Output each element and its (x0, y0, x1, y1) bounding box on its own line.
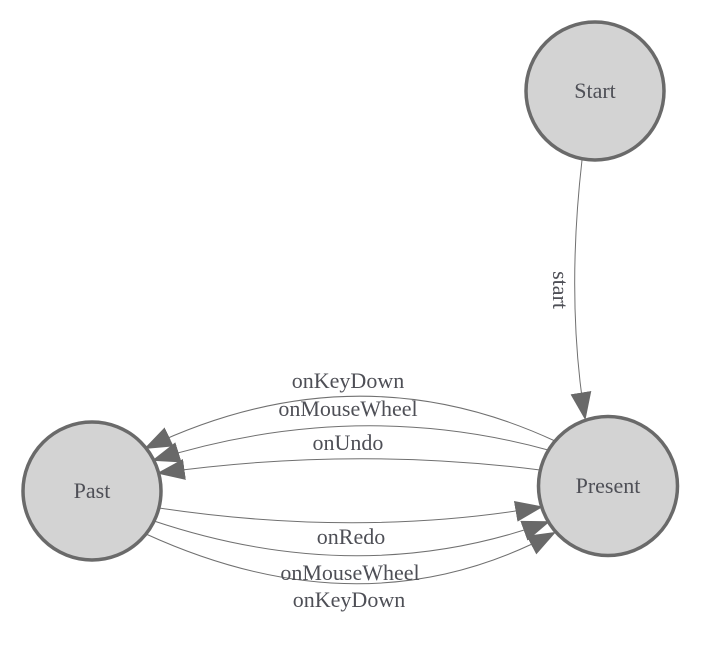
edge-onmousewheel-to-present (153, 520, 551, 557)
edge-onredo-to-present (158, 500, 544, 524)
edge-label-onmousewheel-to-past: onMouseWheel (278, 396, 417, 421)
node-circle-start[interactable] (524, 20, 666, 162)
node-present[interactable]: Present (536, 414, 680, 558)
edge-label-onredo-to-present: onRedo (317, 524, 385, 549)
node-circle-past[interactable] (21, 420, 163, 562)
edge-labels-layer: startonKeyDownonMouseWheelonUndoonRedoon… (278, 271, 573, 612)
edge-onkeydown-to-past (143, 395, 556, 450)
node-circle-present[interactable] (536, 414, 680, 558)
node-label-present: Present (576, 473, 641, 498)
edge-start-to-present (570, 159, 592, 421)
edge-label-start-to-present: start (548, 271, 573, 309)
edge-onkeydown-to-present (145, 531, 557, 585)
edge-label-onkeydown-to-present: onKeyDown (293, 587, 405, 612)
node-label-start: Start (574, 78, 616, 103)
edge-label-onkeydown-to-past: onKeyDown (292, 368, 404, 393)
edge-onundo-to-past (156, 458, 541, 480)
edge-label-onundo-to-past: onUndo (313, 430, 384, 455)
edges-layer (143, 159, 592, 585)
node-past[interactable]: Past (21, 420, 163, 562)
edge-onmousewheel-to-past (151, 425, 549, 463)
edge-label-onmousewheel-to-present: onMouseWheel (280, 560, 419, 585)
node-start[interactable]: Start (524, 20, 666, 162)
node-label-past: Past (74, 478, 111, 503)
